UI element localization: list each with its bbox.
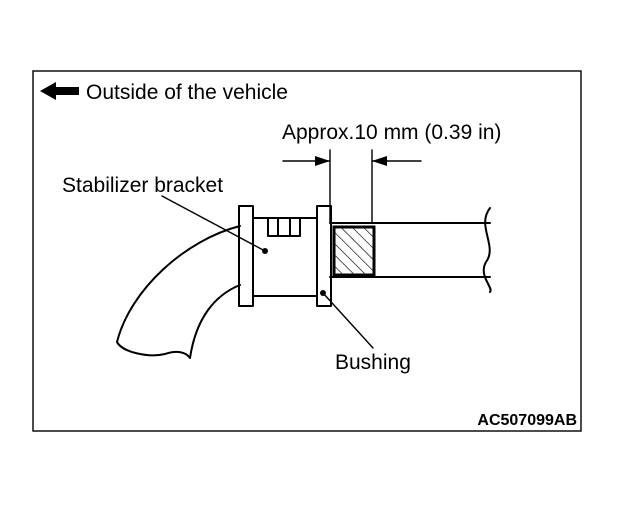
dimension-lines <box>282 149 422 224</box>
figure-code: AC507099AB <box>477 412 577 429</box>
dimension-arrow-right-icon <box>372 156 387 166</box>
bracket-label: Stabilizer bracket <box>62 174 223 197</box>
bar-cross-section <box>332 225 376 277</box>
bracket-assembly <box>238 205 332 307</box>
bushing-leader <box>322 292 374 349</box>
dimension-label: Approx.10 mm (0.39 in) <box>282 121 501 144</box>
arrow-left-icon <box>40 82 79 100</box>
stabilizer-arm <box>116 225 241 359</box>
bushing-label: Bushing <box>335 351 411 374</box>
stabilizer-bar <box>329 207 492 293</box>
diagram-frame <box>32 70 582 432</box>
bracket-leader <box>161 195 266 252</box>
direction-label: Outside of the vehicle <box>86 81 288 104</box>
dimension-arrow-left-icon <box>315 156 330 166</box>
